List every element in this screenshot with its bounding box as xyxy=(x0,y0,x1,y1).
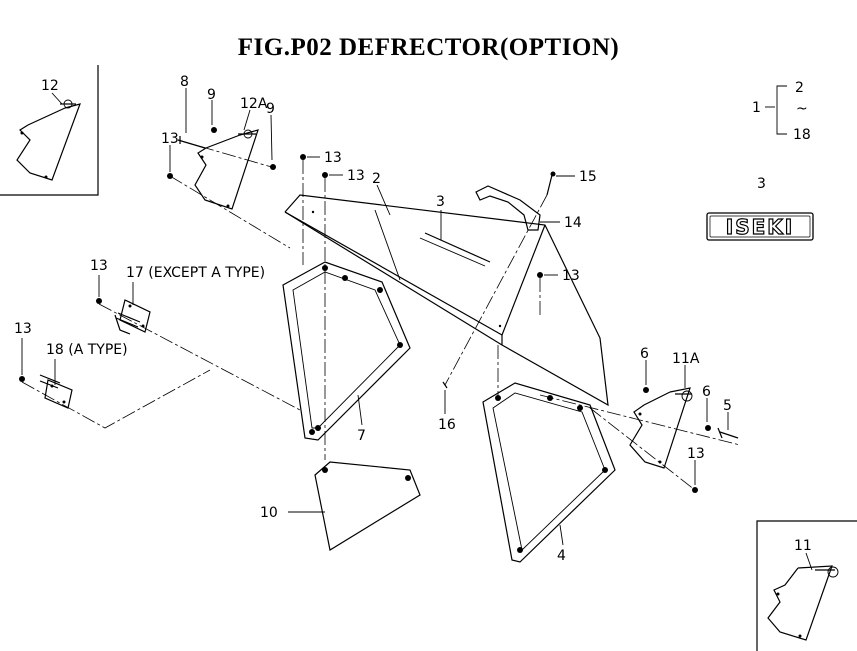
label-7: 7 xyxy=(357,428,366,444)
figure-title: FIG.P02 DEFRECTOR(OPTION) xyxy=(237,34,620,61)
bracket-18-assembly: 13 18 (A TYPE) xyxy=(14,321,211,429)
key-range-symbol: ~ xyxy=(796,101,808,117)
label-13-bracket-18: 13 xyxy=(14,321,32,337)
label-13-bracket-17: 13 xyxy=(90,258,108,274)
label-13-plate-right: 13 xyxy=(562,268,580,284)
bracket-12A-assembly: 8 9 12A 9 13 xyxy=(161,74,291,249)
frame-4: 4 xyxy=(482,345,616,564)
key-label-2: 2 xyxy=(795,80,804,96)
label-9-right: 9 xyxy=(266,101,275,117)
label-13-top-a: 13 xyxy=(324,150,342,166)
label-4: 4 xyxy=(557,548,566,564)
bracket-17-assembly: 13 17 (EXCEPT A TYPE) xyxy=(90,258,301,411)
bolt-13-plate-right: 13 xyxy=(537,268,580,315)
label-8: 8 xyxy=(180,74,189,90)
key-label-18: 18 xyxy=(793,127,811,143)
frame-7: 7 xyxy=(282,261,411,444)
label-3: 3 xyxy=(436,194,445,210)
label-12: 12 xyxy=(41,78,59,94)
iseki-decal: 3 ISEKI xyxy=(706,176,814,241)
part-range-key: 1 2 ~ 18 xyxy=(752,80,811,143)
top-bolts-13: 13 13 xyxy=(300,150,365,460)
label-2: 2 xyxy=(372,171,381,187)
deflector-plate-2: 2 3 xyxy=(284,171,609,407)
label-12A: 12A xyxy=(240,96,268,112)
label-10: 10 xyxy=(260,505,278,521)
bracket-11A-assembly: 6 11A 6 5 13 xyxy=(539,346,741,493)
iseki-logo-text: ISEKI xyxy=(726,215,794,239)
label-11: 11 xyxy=(794,538,812,554)
label-15: 15 xyxy=(579,169,597,185)
label-logo-3: 3 xyxy=(757,176,766,192)
label-18: 18 (A TYPE) xyxy=(46,342,128,358)
label-6-left: 6 xyxy=(640,346,649,362)
label-5: 5 xyxy=(723,398,732,414)
key-label-1: 1 xyxy=(752,100,761,116)
panel-10: 10 xyxy=(260,461,421,551)
label-16: 16 xyxy=(438,417,456,433)
inset-box-part-11: 11 xyxy=(756,520,857,651)
label-6-right: 6 xyxy=(702,384,711,400)
label-17: 17 (EXCEPT A TYPE) xyxy=(126,265,265,281)
handle-14-assembly: 14 15 16 xyxy=(438,169,597,433)
label-14: 14 xyxy=(564,215,582,231)
label-13-upper-left: 13 xyxy=(161,131,179,147)
label-13-lower-right: 13 xyxy=(687,446,705,462)
label-11A: 11A xyxy=(672,351,700,367)
label-13-top-b: 13 xyxy=(347,168,365,184)
label-9-left: 9 xyxy=(207,87,216,103)
inset-box-part-12: 12 xyxy=(0,65,99,196)
